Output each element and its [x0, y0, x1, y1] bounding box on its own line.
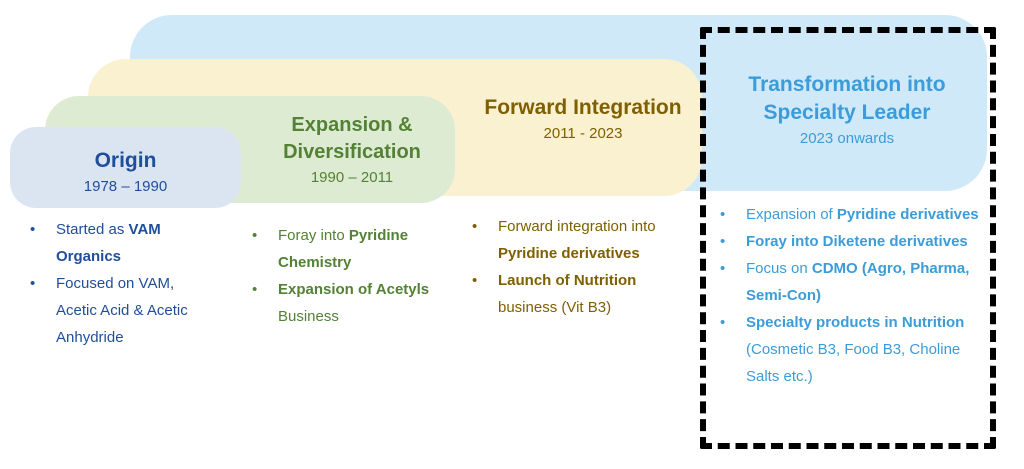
bullet-text: Expansion of Pyridine derivatives — [746, 206, 979, 223]
phase-header-transformation: Transformation into Specialty Leader 202… — [714, 71, 980, 150]
phase-title-forward: Forward Integration — [484, 96, 682, 119]
phase-band-origin — [10, 127, 241, 208]
list-item: • Focused on VAM, Acetic Acid & Acetic A… — [26, 270, 204, 351]
bullet-icon: • — [472, 218, 478, 235]
bullet-text: Specialty products in Nutrition (Cosmeti… — [746, 314, 965, 385]
bullet-text: Expansion of Acetyls Business — [278, 281, 430, 325]
phase-dates-origin: 1978 – 1990 — [83, 178, 168, 195]
list-item: • Started as VAM Organics — [26, 216, 204, 270]
list-item: • Forward integration into Pyridine deri… — [468, 213, 684, 267]
phase-dates-forward: 2011 - 2023 — [543, 125, 623, 142]
bullet-text: Foray into Pyridine Chemistry — [278, 227, 409, 271]
list-item: • Foray into Pyridine Chemistry — [248, 222, 440, 276]
phase-title-expansion: Expansion & Diversification — [283, 114, 421, 163]
bullet-icon: • — [252, 281, 258, 298]
phase-header-expansion: Expansion & Diversification 1990 – 2011 — [248, 112, 456, 189]
bullet-icon: • — [720, 260, 726, 277]
bullet-text: Focused on VAM, Acetic Acid & Acetic Anh… — [56, 275, 188, 346]
bullet-list-transformation: • Expansion of Pyridine derivatives • Fo… — [716, 201, 980, 390]
bullet-icon: • — [30, 221, 36, 238]
phase-header-origin: Origin 1978 – 1990 — [10, 147, 241, 198]
bullet-icon: • — [472, 272, 478, 289]
bullet-icon: • — [30, 275, 36, 292]
list-item: • Expansion of Acetyls Business — [248, 276, 440, 330]
phase-title-origin: Origin — [94, 149, 157, 172]
bullet-list-expansion: • Foray into Pyridine Chemistry • Expans… — [248, 222, 440, 330]
bullet-icon: • — [252, 227, 258, 244]
bullet-list-forward: • Forward integration into Pyridine deri… — [468, 213, 684, 321]
bullet-icon: • — [720, 314, 726, 331]
list-item: • Focus on CDMO (Agro, Pharma, Semi-Con) — [716, 255, 980, 309]
bullet-text: Launch of Nutrition business (Vit B3) — [498, 272, 637, 316]
bullet-text: Foray into Diketene derivatives — [746, 233, 968, 250]
list-item: • Foray into Diketene derivatives — [716, 228, 980, 255]
list-item: • Expansion of Pyridine derivatives — [716, 201, 980, 228]
bullet-text: Forward integration into Pyridine deriva… — [498, 218, 656, 262]
phase-dates-transformation: 2023 onwards — [799, 130, 895, 147]
bullet-text: Focus on CDMO (Agro, Pharma, Semi-Con) — [746, 260, 970, 304]
phase-header-forward: Forward Integration 2011 - 2023 — [478, 94, 688, 145]
list-item: • Launch of Nutrition business (Vit B3) — [468, 267, 684, 321]
phase-dates-expansion: 1990 – 2011 — [310, 169, 394, 186]
bullet-icon: • — [720, 206, 726, 223]
bullet-text: Started as VAM Organics — [56, 221, 161, 265]
highlight-dashed-box — [700, 27, 996, 449]
bullet-list-origin: • Started as VAM Organics • Focused on V… — [26, 216, 204, 351]
bullet-icon: • — [720, 233, 726, 250]
list-item: • Specialty products in Nutrition (Cosme… — [716, 309, 980, 390]
phase-title-transformation: Transformation into Specialty Leader — [748, 73, 946, 124]
